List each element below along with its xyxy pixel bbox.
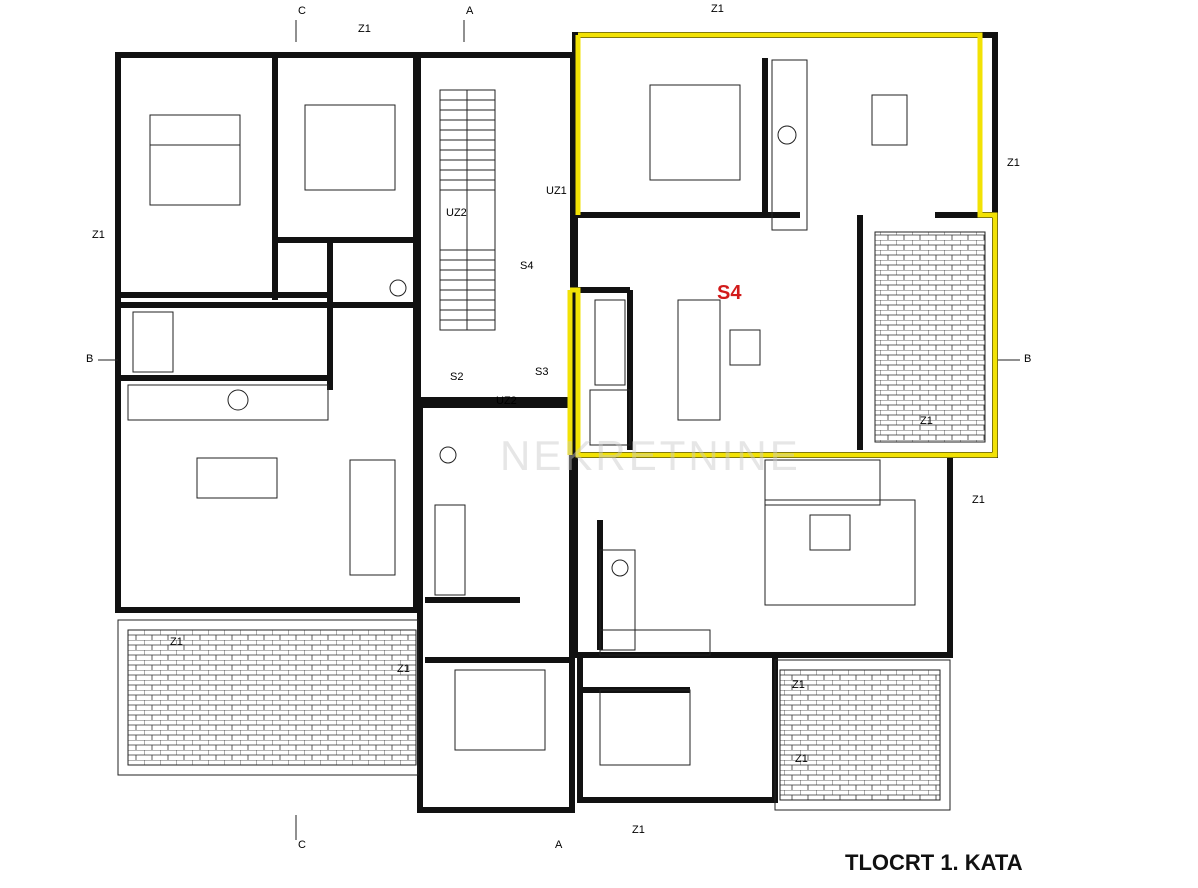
- terraces: [117, 231, 986, 811]
- window-tags: Z1 Z1 Z1 Z1 Z1 Z1 Z1 Z1 Z1 Z1 Z1 UZ1 UZ2…: [92, 3, 1020, 836]
- stair-label-s4: S4: [520, 260, 533, 272]
- stair-label-s2: S2: [450, 371, 463, 383]
- window-tag: Z1: [358, 23, 371, 35]
- window-tag: Z1: [795, 753, 808, 765]
- staircase: [439, 89, 496, 331]
- window-tag: Z1: [92, 229, 105, 241]
- section-b-right: B: [1024, 353, 1031, 365]
- window-tag: Z1: [920, 415, 933, 427]
- section-markers: C A C A B B: [86, 5, 1031, 851]
- section-c-top: C: [298, 5, 306, 17]
- door-tag: UZ2: [496, 395, 517, 407]
- stair-labels: S4 S2 S3: [450, 260, 548, 383]
- section-b-left: B: [86, 353, 93, 365]
- window-tag: Z1: [397, 663, 410, 675]
- window-tag: Z1: [711, 3, 724, 15]
- stair-label-s3: S3: [535, 366, 548, 378]
- window-tag: Z1: [632, 824, 645, 836]
- door-tag: UZ1: [546, 185, 567, 197]
- window-tag: Z1: [792, 679, 805, 691]
- door-tag: UZ2: [446, 207, 467, 219]
- drawing-title: TLOCRT 1. KATA: [845, 850, 1023, 875]
- section-a-bottom: A: [555, 839, 563, 851]
- apartment-label: S4: [717, 282, 742, 304]
- section-a-top: A: [466, 5, 474, 17]
- window-tag: Z1: [972, 494, 985, 506]
- apartment-s4-highlight: [570, 32, 998, 458]
- window-tag: Z1: [1007, 157, 1020, 169]
- section-c-bottom: C: [298, 839, 306, 851]
- watermark: NEKRETNINE: [500, 432, 801, 479]
- furniture: [127, 59, 916, 766]
- interior-walls: [120, 58, 995, 693]
- window-tag: Z1: [170, 636, 183, 648]
